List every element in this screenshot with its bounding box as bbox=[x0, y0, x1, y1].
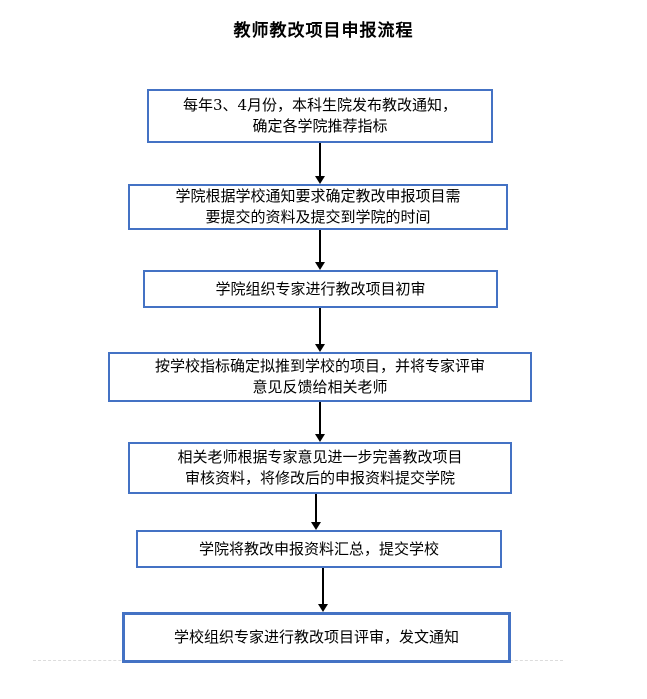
arrow-down-3 bbox=[315, 308, 325, 352]
flow-step-6-line1: 学院将教改申报资料汇总，提交学校 bbox=[198, 539, 439, 558]
flow-step-1-line2: 确定各学院推荐指标 bbox=[252, 117, 388, 135]
arrow-down-4 bbox=[315, 402, 325, 442]
flow-step-7-line1: 学校组织专家进行教改项目评审，发文通知 bbox=[173, 628, 459, 646]
page-title: 教师教改项目申报流程 bbox=[233, 21, 414, 41]
flow-step-4: 按学校指标确定拟推到学校的项目，并将专家评审 意见反馈给相关老师 bbox=[108, 352, 532, 402]
flow-step-4-line2: 意见反馈给相关老师 bbox=[252, 378, 388, 396]
flow-step-3-line1: 学院组织专家进行教改项目初审 bbox=[215, 279, 426, 298]
flow-step-5-line1: 相关老师根据专家意见进一步完善教改项目 bbox=[177, 448, 463, 466]
flow-step-2: 学院根据学校通知要求确定教改申报项目需 要提交的资料及提交到学院的时间 bbox=[128, 184, 508, 230]
flow-step-7: 学校组织专家进行教改项目评审，发文通知 bbox=[122, 612, 511, 663]
arrow-down-2 bbox=[315, 230, 325, 270]
flow-step-6: 学院将教改申报资料汇总，提交学校 bbox=[136, 530, 502, 568]
arrow-down-1 bbox=[315, 143, 325, 184]
flow-step-1-line1: 每年3、4月份，本科生院发布教改通知， bbox=[182, 96, 458, 114]
flow-step-4-line1: 按学校指标确定拟推到学校的项目，并将专家评审 bbox=[154, 357, 485, 375]
flow-step-5-line2: 审核资料，将修改后的申报资料提交学院 bbox=[184, 469, 455, 487]
arrow-down-5 bbox=[311, 494, 321, 530]
flow-step-2-line1: 学院根据学校通知要求确定教改申报项目需 bbox=[175, 187, 461, 205]
flow-step-2-line2: 要提交的资料及提交到学院的时间 bbox=[205, 208, 431, 226]
flow-step-1: 每年3、4月份，本科生院发布教改通知， 确定各学院推荐指标 bbox=[147, 89, 493, 143]
arrow-down-6 bbox=[318, 568, 328, 612]
flow-step-3: 学院组织专家进行教改项目初审 bbox=[143, 270, 498, 308]
flow-step-5: 相关老师根据专家意见进一步完善教改项目 审核资料，将修改后的申报资料提交学院 bbox=[128, 442, 512, 494]
